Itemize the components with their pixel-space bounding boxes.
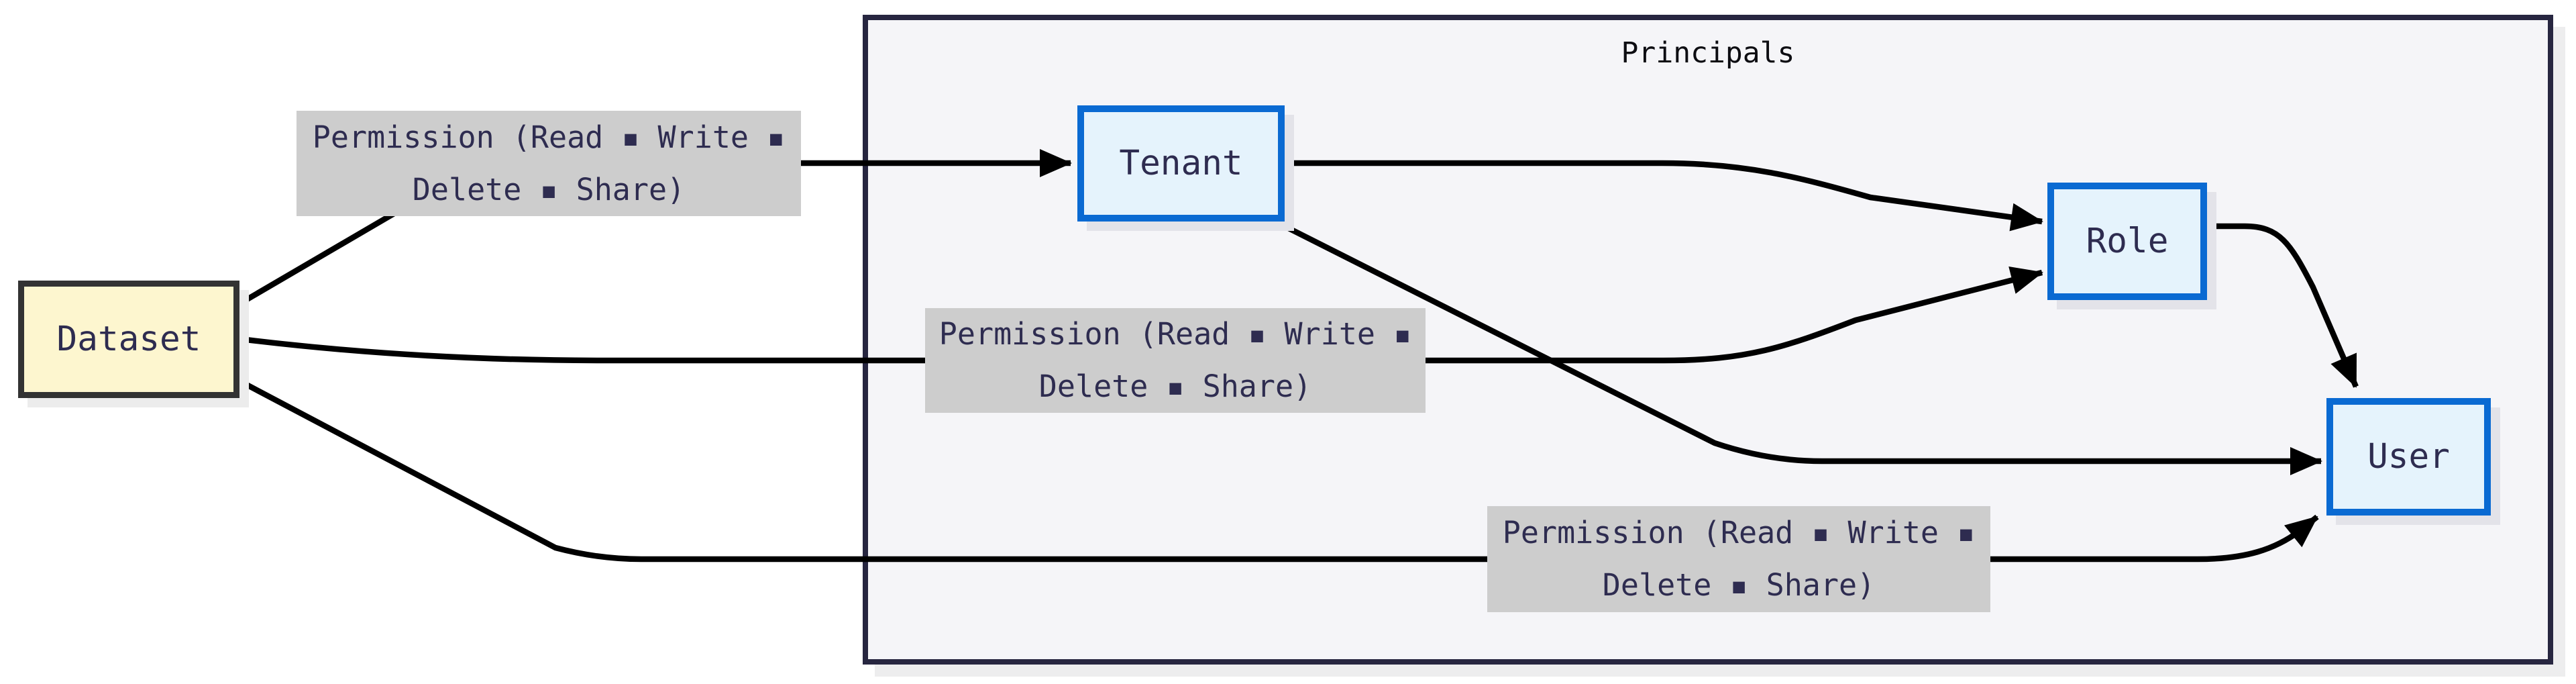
edge-label-line: Permission (Read ▪ Write ▪ xyxy=(938,316,1412,352)
node-dataset: Dataset xyxy=(18,281,239,398)
node-tenant-label: Tenant xyxy=(1119,144,1243,183)
edge-label-line: Delete ▪ Share) xyxy=(1602,567,1876,603)
edge-label-dataset-tenant: Permission (Read ▪ Write ▪ Delete ▪ Shar… xyxy=(297,111,801,216)
node-user-label: User xyxy=(2367,437,2450,477)
node-user: User xyxy=(2326,398,2491,516)
edge-label-line: Delete ▪ Share) xyxy=(1038,369,1312,404)
edge-label-dataset-role: Permission (Read ▪ Write ▪ Delete ▪ Shar… xyxy=(925,308,1426,413)
node-dataset-label: Dataset xyxy=(56,320,201,359)
edge-label-line: Permission (Read ▪ Write ▪ xyxy=(1502,515,1976,550)
node-role: Role xyxy=(2047,183,2207,300)
edge-label-dataset-user: Permission (Read ▪ Write ▪ Delete ▪ Shar… xyxy=(1487,506,1990,612)
edge-label-line: Permission (Read ▪ Write ▪ xyxy=(312,119,786,155)
subgraph-principals-title: Principals xyxy=(1621,36,1795,70)
node-role-label: Role xyxy=(2086,222,2169,261)
node-tenant: Tenant xyxy=(1077,105,1285,222)
edge-label-line: Delete ▪ Share) xyxy=(412,171,686,207)
